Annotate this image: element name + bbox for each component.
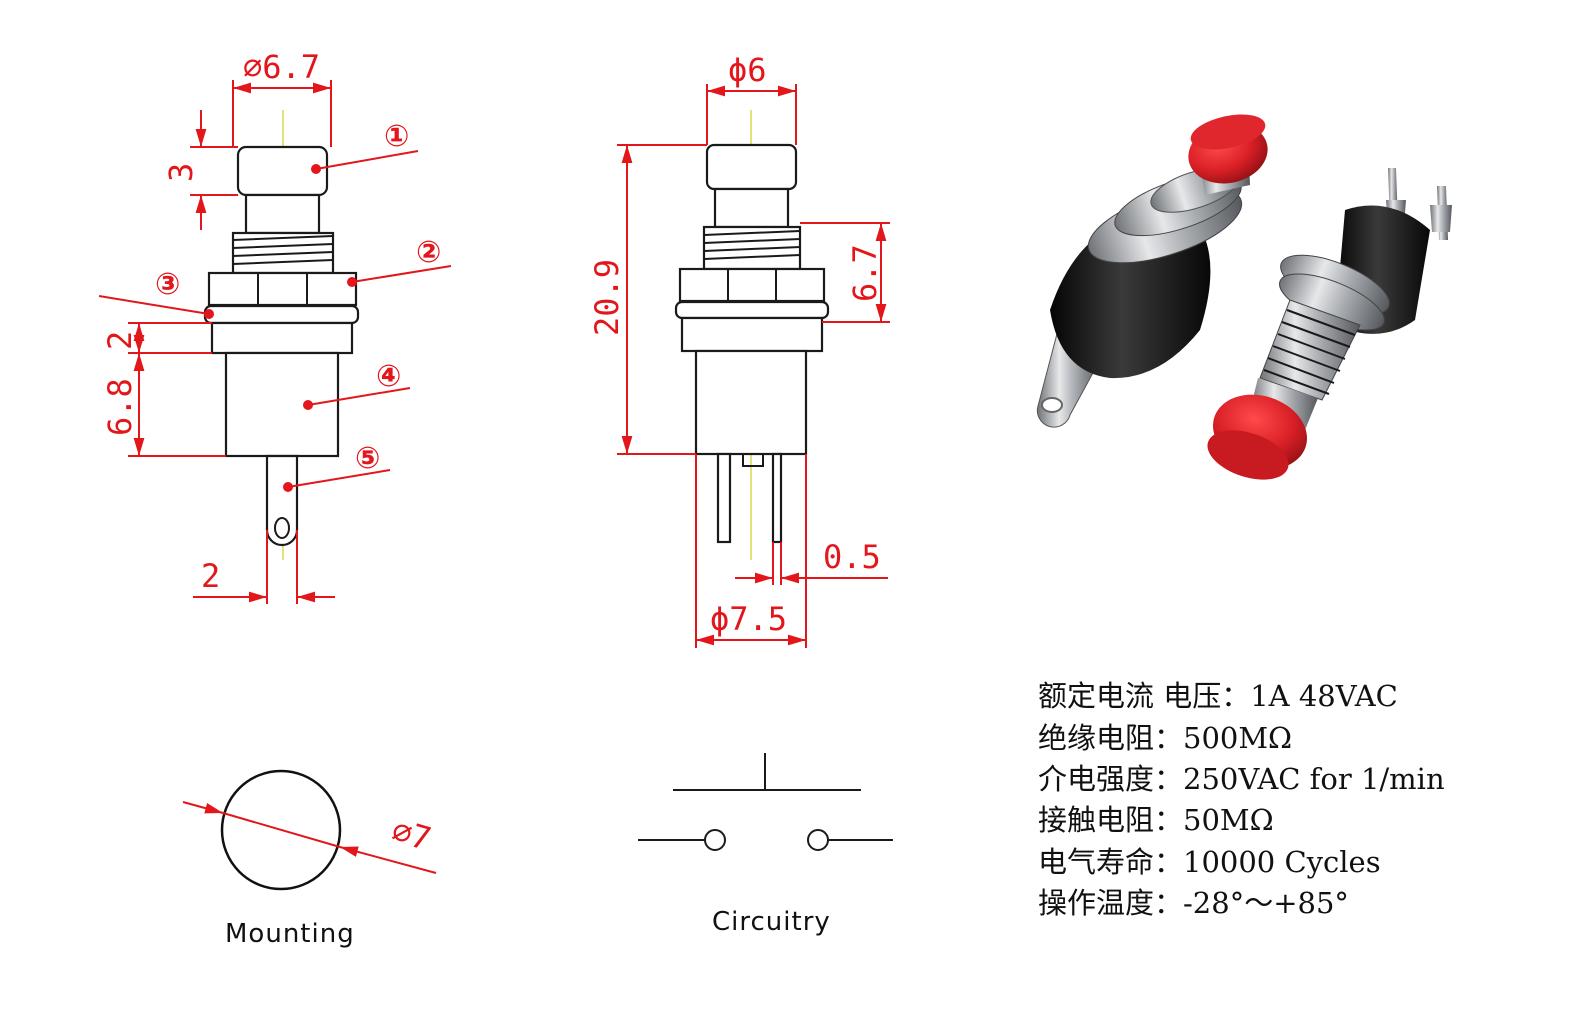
dim-total-height: 20.9 [588,259,626,336]
spec-dielectric-strength: 介电强度：250VAC for 1/min [1038,762,1445,796]
callout-1: ① [384,119,409,154]
spec-operating-temperature: 操作温度：-28°～+85° [1038,886,1349,920]
spec-contact-resistance: 接触电阻：50MΩ [1038,803,1274,837]
dim-terminal-thickness: 0.5 [823,538,881,576]
side-view-dimensions: ϕ6 20.9 6.7 0.5 ϕ7.5 [588,51,890,648]
mounting-diagram: ⌀7 Mounting [182,769,437,949]
switch-photo-left [1036,114,1268,428]
callout-5: ⑤ [355,441,380,476]
product-photo [1036,114,1452,480]
spec-rated-current: 额定电流 电压：1A 48VAC [1038,679,1398,713]
dim-top-diameter: ⌀6.7 [243,48,320,86]
dim-terminal-width: 2 [201,557,220,595]
front-view-callouts: ① ② ③ ④ ⑤ [98,119,452,492]
side-view-drawing [674,110,830,560]
spec-electrical-life: 电气寿命：10000 Cycles [1038,845,1381,879]
front-thread [231,231,335,275]
spec-insulation-resistance: 绝缘电阻：500MΩ [1038,721,1292,755]
callout-4: ④ [376,359,401,394]
circuitry-diagram: Circuitry [638,753,893,937]
circuit-contact-right [807,829,829,851]
dim-cap-height: 3 [162,163,200,182]
circuitry-caption: Circuitry [712,907,831,937]
callout-3: ③ [155,267,180,302]
front-view-dimensions: ⌀6.7 3 2 6.8 2 [101,48,335,604]
dim-cap-diameter: ϕ6 [728,51,767,89]
dim-washer-height: 2 [101,331,139,350]
dim-mounting-diameter: ⌀7 [388,811,436,858]
mounting-caption: Mounting [225,919,355,949]
dim-thread-height: 6.7 [846,244,884,302]
dim-body-height: 6.8 [101,378,139,436]
spec-list: 额定电流 电压：1A 48VAC 绝缘电阻：500MΩ 介电强度：250VAC … [1038,679,1445,920]
dim-body-diameter: ϕ7.5 [710,600,787,638]
callout-2: ② [416,235,441,270]
front-view-drawing [203,110,360,560]
switch-photo-right [1207,168,1452,480]
circuit-contact-left [704,829,726,851]
